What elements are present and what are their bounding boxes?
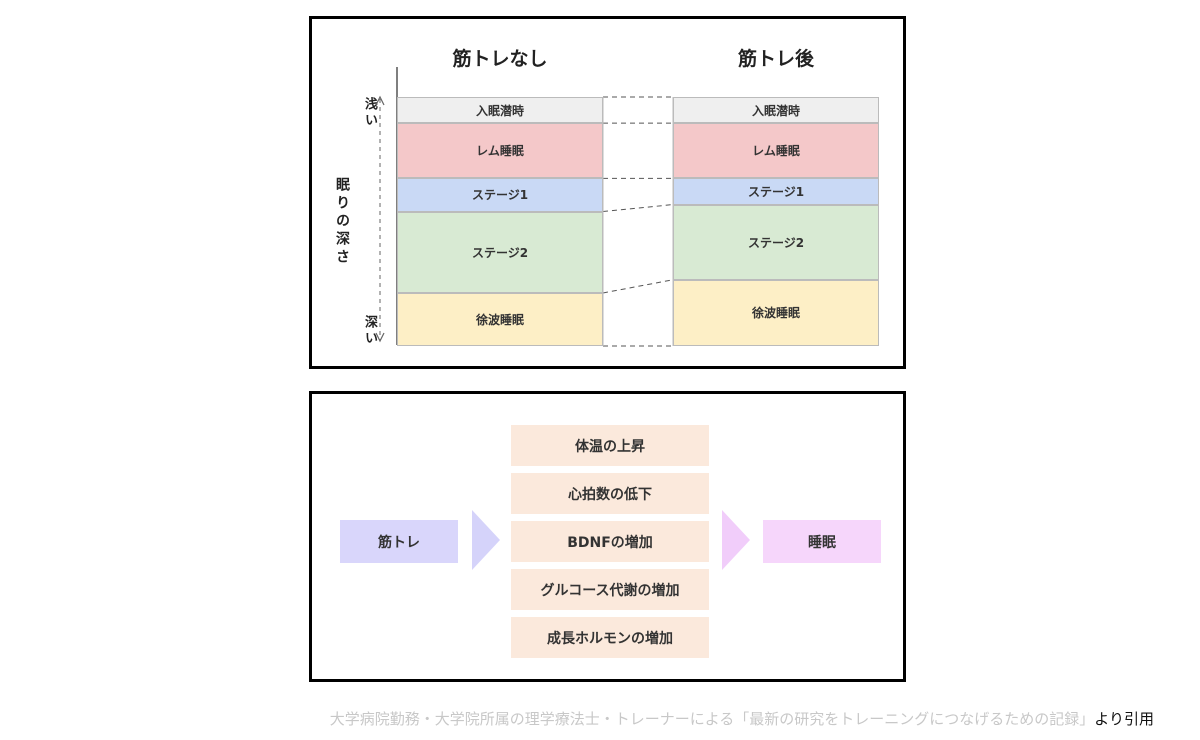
stage-block: 徐波睡眠: [397, 292, 603, 346]
effect-item: グルコース代謝の増加: [511, 569, 709, 610]
output-box-sleep: 睡眠: [763, 520, 881, 563]
mechanism-diagram: 筋トレ 体温の上昇心拍数の低下 BDNFの増加グルコース代謝の増加成長ホルモンの増…: [309, 391, 906, 682]
stage-block: 徐波睡眠: [673, 279, 879, 346]
effect-item: BDNFの増加: [511, 521, 709, 562]
axis-label-shallow: 浅い: [362, 97, 377, 129]
chevron-right-icon: [722, 510, 750, 570]
arrow-down-icon: [375, 332, 385, 343]
citation-source: 大学病院勤務・大学院所属の理学療法士・トレーナーによる「最新の研究をトレーニング…: [329, 710, 1095, 728]
effect-item: 体温の上昇: [511, 425, 709, 466]
axis-label-deep: 深い: [362, 315, 377, 347]
stage-block: 入眠潜時: [673, 97, 879, 124]
citation: 大学病院勤務・大学院所属の理学療法士・トレーナーによる「最新の研究をトレーニング…: [330, 708, 1154, 729]
stage-block: ステージ2: [397, 211, 603, 293]
column-heading-no-training: 筋トレなし: [452, 48, 548, 70]
column-heading-after-training: 筋トレ後: [737, 48, 814, 70]
effect-item: 成長ホルモンの増加: [511, 617, 709, 658]
stage-connector: [602, 279, 674, 294]
axis-title-sleep-depth: 眠りの深さ: [334, 177, 350, 267]
arrow-up-icon: [375, 95, 385, 106]
effect-item: 心拍数の低下: [511, 473, 709, 514]
stage-connector-lines: [602, 96, 674, 347]
input-label: 筋トレ: [378, 534, 420, 551]
citation-suffix: より引用: [1094, 710, 1154, 728]
stage-connector: [602, 204, 674, 213]
stage-block: ステージ2: [673, 204, 879, 280]
chevron-right-icon: [472, 510, 500, 570]
stage-block: レム睡眠: [673, 123, 879, 179]
input-box-strength-training: 筋トレ: [340, 520, 458, 563]
stage-block: 入眠潜時: [397, 97, 603, 124]
stage-block: ステージ1: [397, 178, 603, 212]
stage-block: レム睡眠: [397, 123, 603, 179]
output-label: 睡眠: [808, 534, 836, 551]
stage-block: ステージ1: [673, 178, 879, 205]
